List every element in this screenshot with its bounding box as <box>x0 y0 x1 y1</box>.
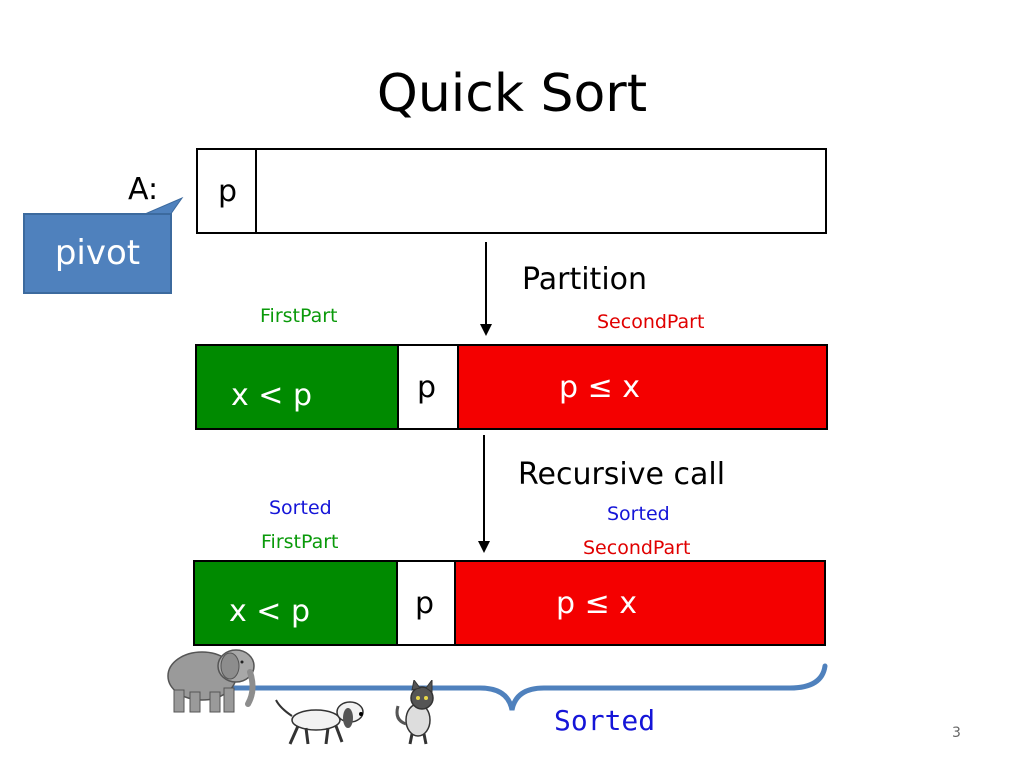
sorted-brace-label: Sorted <box>554 704 656 737</box>
sorted-less-than-text: x < p <box>229 594 311 629</box>
first-sorted-label: Sorted <box>269 497 332 519</box>
recursive-call-label: Recursive call <box>518 457 726 492</box>
recursive-arrow <box>478 435 490 553</box>
sorted-less-than-segment: x < p <box>193 560 398 646</box>
cat-icon <box>395 680 434 745</box>
elephant-icon <box>167 649 256 713</box>
partition-arrow <box>480 242 492 336</box>
dog-icon <box>275 699 364 745</box>
first-part-sorted-label: FirstPart <box>261 531 339 553</box>
pivot-text: p <box>417 370 437 405</box>
partition-label: Partition <box>522 262 648 297</box>
array-label: A: <box>128 172 159 207</box>
second-sorted-label: Sorted <box>607 503 670 525</box>
sorted-pivot-text: p <box>415 586 435 621</box>
less-than-text: x < p <box>231 378 313 413</box>
pivot-divider <box>255 150 257 232</box>
less-than-segment: x < p <box>195 344 399 430</box>
sorted-greater-equal-segment: p ≤ x <box>454 560 826 646</box>
first-part-label: FirstPart <box>260 305 338 327</box>
second-part-label: SecondPart <box>597 311 705 333</box>
initial-array: p <box>196 148 827 234</box>
slide-number: 3 <box>952 725 961 741</box>
partitioned-array: x < p p p ≤ x <box>195 344 828 430</box>
sorted-pivot-segment: p <box>396 560 456 646</box>
pivot-callout: pivot <box>23 213 172 294</box>
second-part-sorted-label: SecondPart <box>583 537 691 559</box>
slide-title: Quick Sort <box>376 64 648 124</box>
sorted-greater-equal-text: p ≤ x <box>556 586 638 621</box>
greater-equal-text: p ≤ x <box>559 370 641 405</box>
greater-equal-segment: p ≤ x <box>457 344 828 430</box>
pivot-segment: p <box>397 344 459 430</box>
sorted-array: x < p p p ≤ x <box>193 560 826 646</box>
initial-pivot-cell: p <box>218 174 238 209</box>
